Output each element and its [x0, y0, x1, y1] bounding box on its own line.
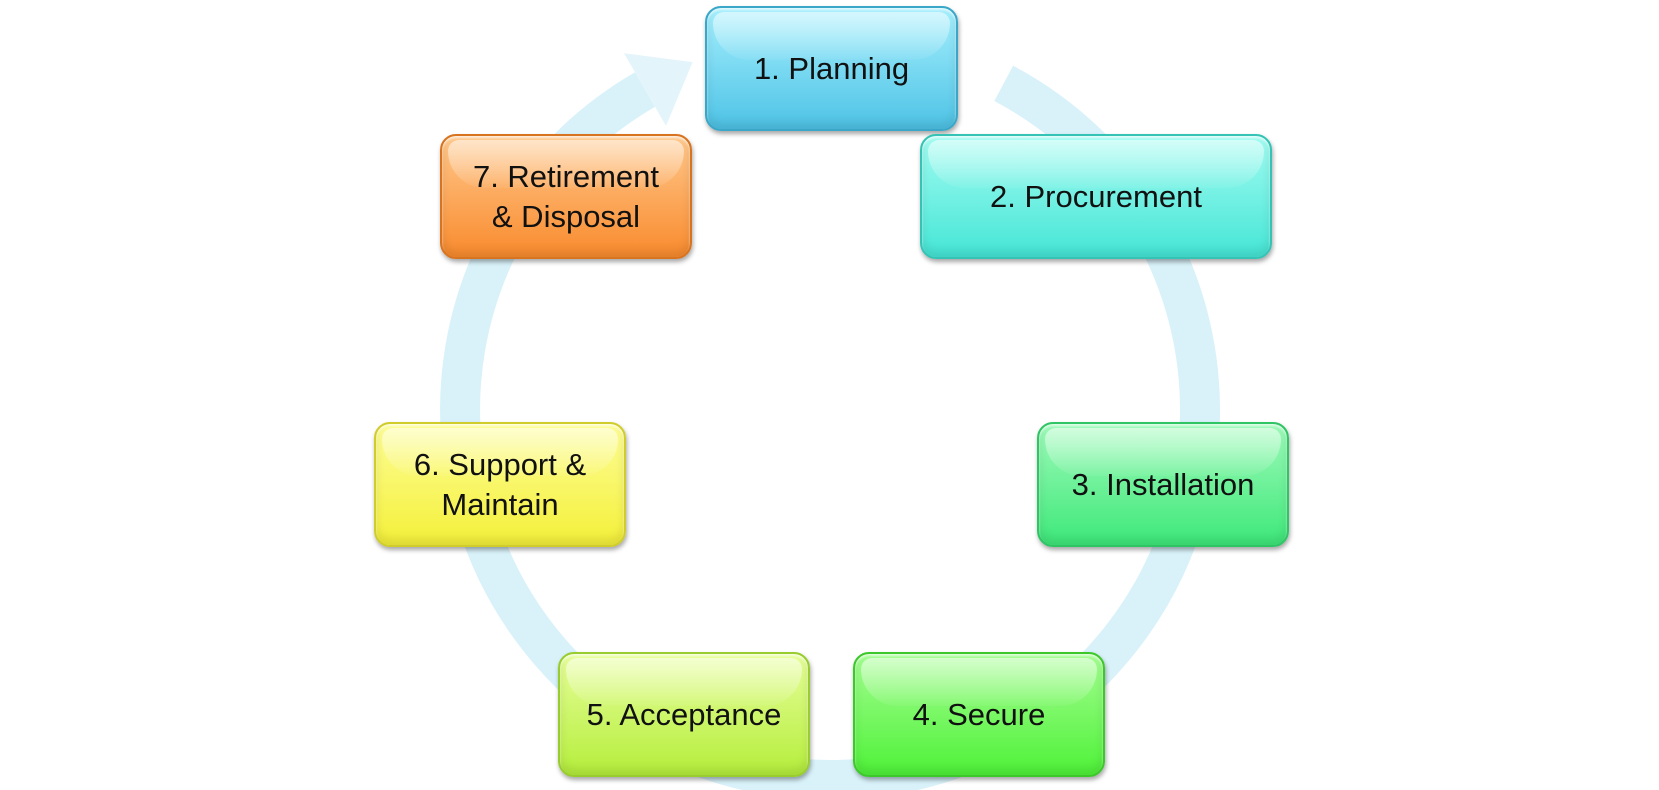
cycle-band: [440, 65, 1221, 790]
cycle-arrow-head: [624, 53, 693, 126]
step-label: 1. Planning: [753, 50, 910, 86]
step-label: 5. Acceptance: [586, 696, 782, 732]
step-planning: 1. Planning: [705, 6, 958, 131]
step-installation: 3. Installation: [1037, 422, 1289, 547]
step-label: 4. Secure: [912, 696, 1046, 732]
step-procurement: 2. Procurement: [920, 134, 1272, 259]
step-label: 6. Support & Maintain: [413, 446, 587, 522]
step-label: 3. Installation: [1071, 466, 1255, 502]
step-acceptance: 5. Acceptance: [558, 652, 810, 777]
step-secure: 4. Secure: [853, 652, 1105, 777]
step-support: 6. Support & Maintain: [374, 422, 626, 547]
step-label: 2. Procurement: [990, 178, 1202, 214]
step-retirement: 7. Retirement & Disposal: [440, 134, 692, 259]
step-label: 7. Retirement & Disposal: [472, 158, 660, 234]
